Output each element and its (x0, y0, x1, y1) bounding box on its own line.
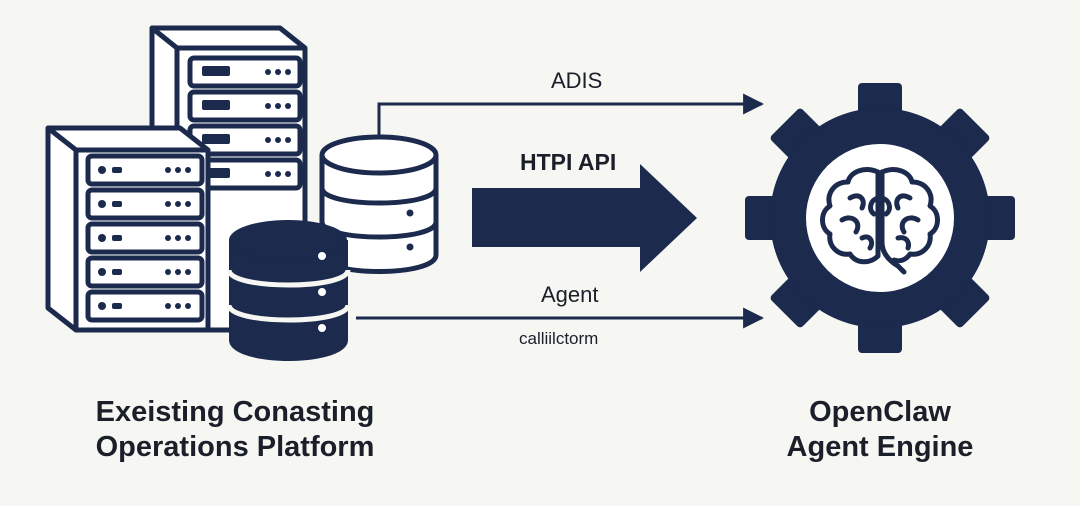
top-connector-arrow (377, 93, 765, 136)
gear-icon (745, 83, 1015, 353)
engine-title-line2: Agent Engine (786, 431, 974, 463)
database-icon (226, 220, 351, 361)
server-rack-icon (45, 125, 211, 333)
brain-icon (820, 167, 940, 275)
platform-title-line1: Exeisting Conasting (95, 396, 375, 428)
arrow-icon (472, 164, 697, 272)
top-connector-label: ADIS (551, 68, 603, 93)
engine-title: OpenClaw Agent Engine (740, 395, 1020, 465)
platform-title: Exeisting Conasting Operations Platform (40, 395, 430, 465)
engine-title-line1: OpenClaw (809, 396, 951, 428)
database-icon (319, 134, 439, 274)
platform-title-line2: Operations Platform (95, 431, 375, 463)
api-arrow-label: HTPI API (520, 149, 617, 175)
bottom-connector-label: Agent (541, 282, 599, 307)
bottom-connector-sublabel: calliilctorm (519, 329, 599, 348)
